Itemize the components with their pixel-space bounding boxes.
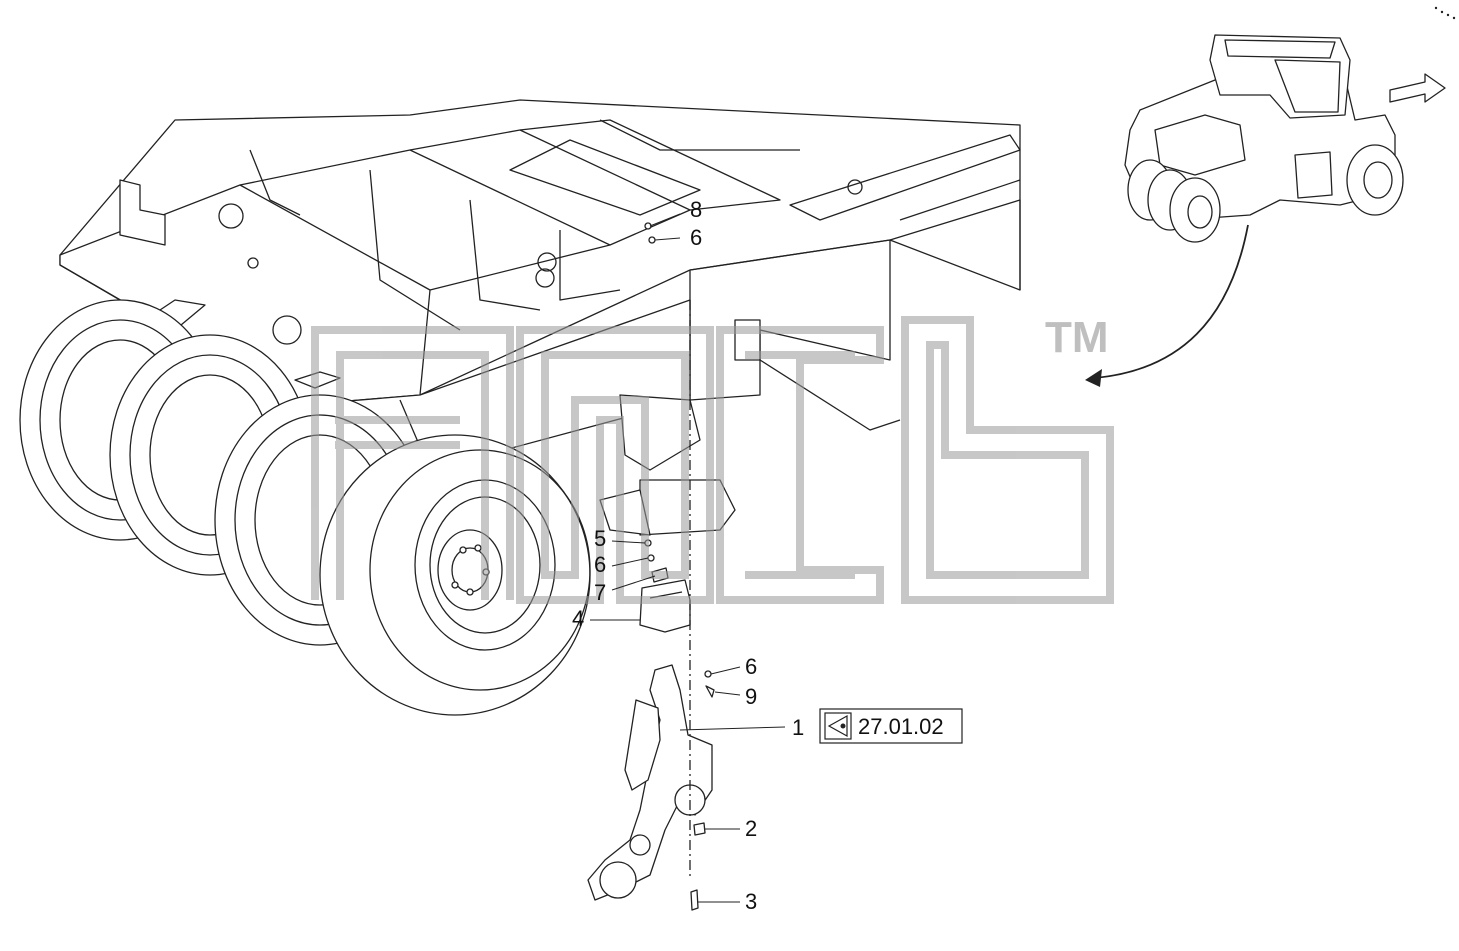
wheel-set: [19, 299, 591, 716]
callout-7: 7: [594, 580, 606, 605]
machine-frame: [59, 99, 1021, 536]
bolt-part-2: [693, 822, 706, 836]
view-reference-icon: [824, 712, 852, 740]
arm-part-1: [587, 664, 713, 901]
watermark-logo: [311, 316, 1114, 604]
callout-6-top: 6: [690, 225, 702, 250]
leader-lines: [590, 213, 786, 903]
corner-marks: [1434, 6, 1456, 20]
overview-vehicle: [1124, 34, 1446, 243]
callout-6-mid: 6: [594, 552, 606, 577]
trademark-mark: TM: [1045, 313, 1109, 362]
curved-pointer-arrow: [1085, 224, 1249, 387]
callout-2: 2: [745, 816, 757, 841]
callout-3: 3: [745, 889, 757, 914]
bracket-part-4: [639, 579, 691, 633]
washer-part-6-lower: [704, 670, 712, 678]
callout-9: 9: [745, 684, 757, 709]
washer-part-6-top: [648, 236, 656, 244]
callout-1: 1: [792, 715, 804, 740]
reference-page-number: 27.01.02: [858, 714, 944, 739]
bolt-part-9: [705, 685, 715, 698]
reference-box[interactable]: 27.01.02: [819, 708, 963, 744]
callout-6-lower: 6: [745, 654, 757, 679]
callout-5: 5: [594, 526, 606, 551]
callout-4: 4: [572, 606, 584, 631]
callout-8: 8: [690, 197, 702, 222]
bolt-part-3: [690, 889, 699, 911]
